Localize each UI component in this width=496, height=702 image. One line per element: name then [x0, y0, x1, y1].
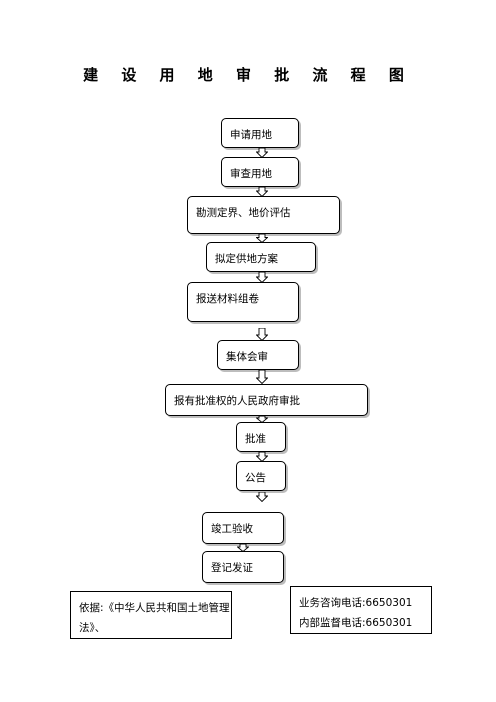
- arrow-down-icon: [256, 272, 268, 283]
- step-label: 申请用地: [230, 129, 272, 141]
- arrow-down-icon: [256, 234, 268, 243]
- arrow-down-icon: [256, 328, 268, 341]
- step-label: 拟定供地方案: [215, 253, 278, 265]
- arrow-down-icon: [256, 148, 268, 158]
- step-government-approval: 报有批准权的人民政府审批: [165, 384, 368, 416]
- step-apply-land: 申请用地: [221, 118, 299, 148]
- arrow-down-icon: [256, 187, 268, 197]
- step-label: 公告: [245, 472, 266, 484]
- step-label: 审查用地: [230, 168, 272, 180]
- step-announcement: 公告: [236, 461, 286, 491]
- legal-basis-box: 依据:《中华人民共和国土地管理 法》、: [70, 591, 232, 639]
- supervise-phone: 内部监督电话:6650301: [299, 617, 413, 629]
- arrow-down-icon: [256, 416, 268, 423]
- arrow-down-icon: [256, 370, 268, 384]
- contact-phone-box: 业务咨询电话:6650301 内部监督电话:6650301: [290, 586, 432, 634]
- step-completion-acceptance: 竣工验收: [202, 512, 284, 544]
- step-survey-valuation: 勘测定界、地价评估: [187, 196, 340, 234]
- step-draft-supply-plan: 拟定供地方案: [206, 242, 316, 272]
- step-collective-review: 集体会审: [217, 340, 299, 370]
- legal-basis-line-1: 依据:《中华人民共和国土地管理: [79, 602, 230, 614]
- arrow-down-icon: [237, 544, 249, 552]
- step-label: 报有批准权的人民政府审批: [174, 395, 300, 407]
- step-registration-certificate: 登记发证: [202, 551, 284, 583]
- step-label: 集体会审: [226, 351, 268, 363]
- step-label: 报送材料组卷: [196, 293, 259, 305]
- arrow-down-icon: [256, 452, 268, 462]
- step-approved: 批准: [236, 422, 286, 452]
- step-review-land: 审查用地: [221, 157, 299, 187]
- step-submit-materials: 报送材料组卷: [187, 282, 299, 322]
- step-label: 竣工验收: [211, 523, 253, 535]
- step-label: 勘测定界、地价评估: [196, 207, 291, 219]
- arrow-down-icon: [256, 492, 268, 502]
- legal-basis-line-2: 法》、: [79, 622, 106, 634]
- diagram-title: 建 设 用 地 审 批 流 程 图: [83, 66, 413, 84]
- step-label: 批准: [245, 433, 266, 445]
- step-label: 登记发证: [211, 562, 253, 574]
- consult-phone: 业务咨询电话:6650301: [299, 597, 413, 609]
